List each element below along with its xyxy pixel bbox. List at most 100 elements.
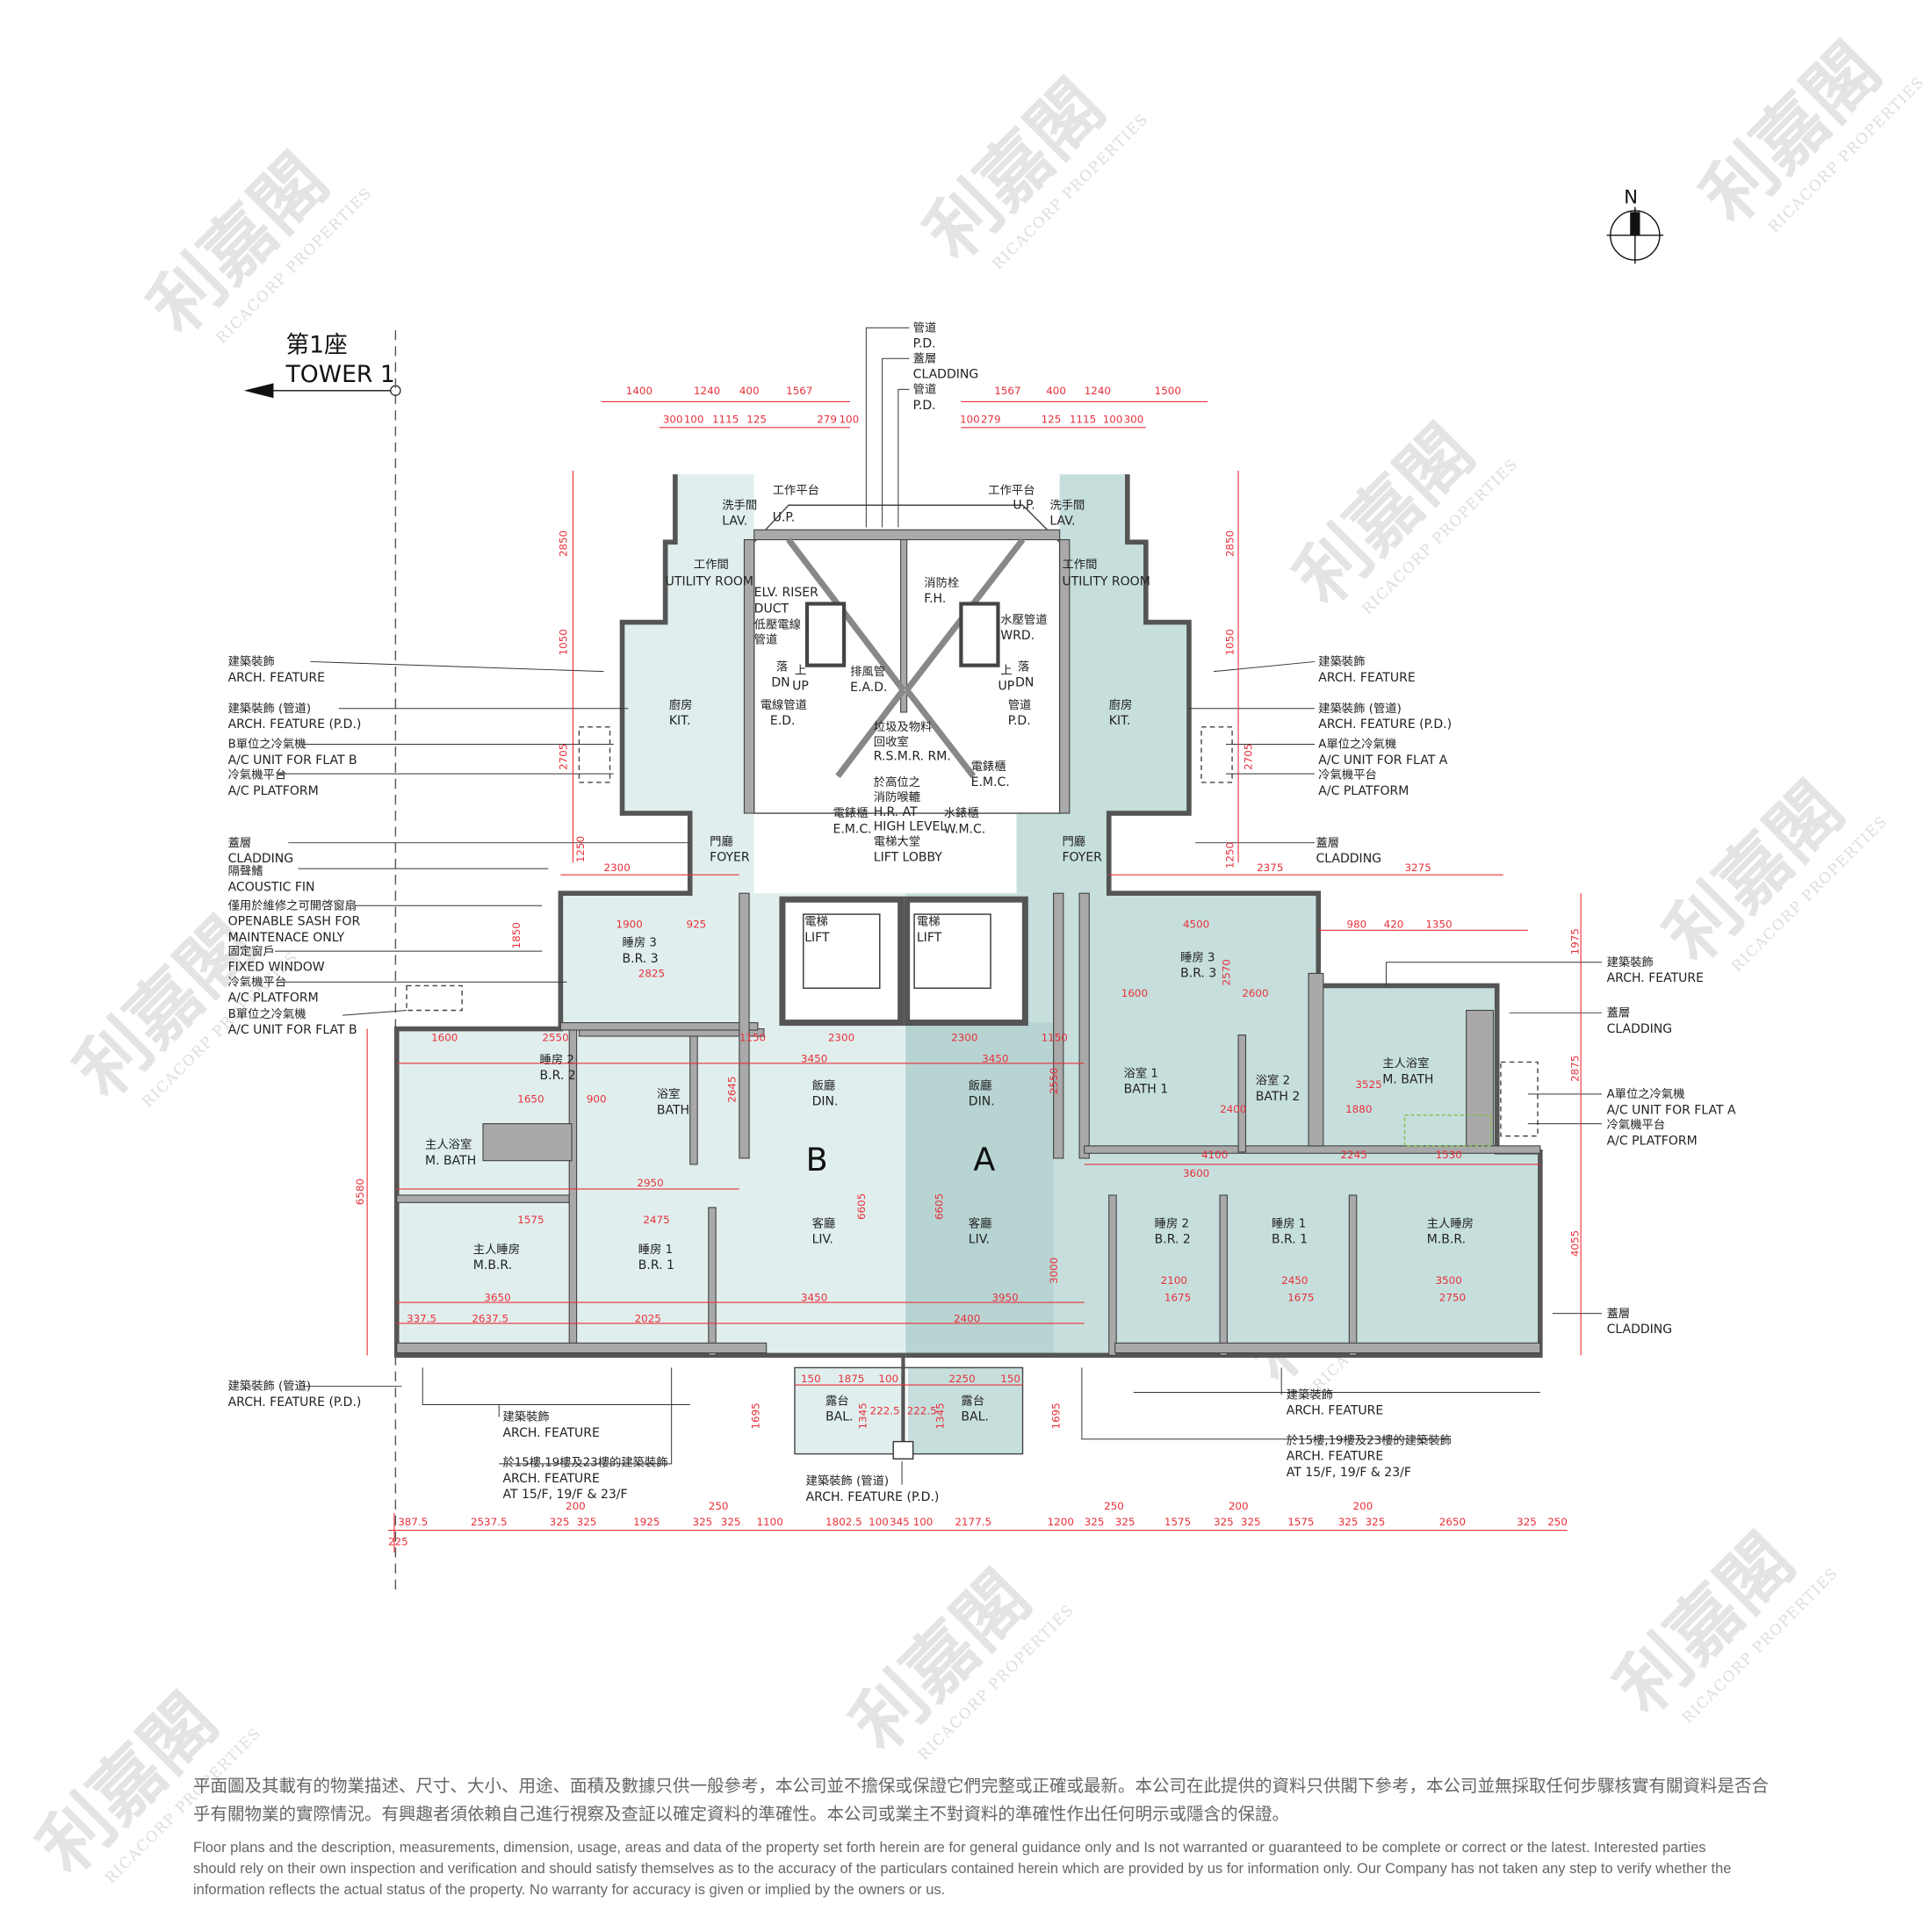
- room-a-foyer-en: FOYER: [1062, 851, 1102, 865]
- emc-label: E.M.C.: [833, 822, 871, 836]
- callout-arch-feature-pd-zh: 建築裝飾 (管道): [228, 702, 312, 716]
- dim: 1150: [739, 1032, 766, 1044]
- dim: 2450: [1281, 1274, 1308, 1287]
- top-callouts: 管道 P.D. 蓋層 CLADDING 管道 P.D.: [865, 321, 978, 528]
- callout-arch-feature-en: ARCH. FEATURE: [228, 671, 325, 685]
- dim: 100: [878, 1373, 898, 1385]
- dim: 1345: [856, 1402, 869, 1429]
- room-a-bath1-zh: 浴室 1: [1124, 1065, 1158, 1080]
- room-a-mbath-zh: 主人浴室: [1382, 1056, 1429, 1071]
- core-labels: ELV. RISER DUCT 低壓電線 管道 消防栓 F.H. 水壓管道 WR…: [754, 576, 1048, 945]
- lift-right: [904, 896, 1028, 1027]
- callout-arch-feature-pd-zh: 建築裝飾 (管道): [1318, 702, 1402, 716]
- stair-dn-label: DN: [1015, 676, 1034, 690]
- room-b-bath-en: BATH: [657, 1103, 689, 1117]
- elv-riser-label: 低壓電線: [754, 618, 801, 632]
- callout-ac-unit-a-zh: A單位之冷氣機: [1607, 1087, 1685, 1101]
- dim: 900: [587, 1093, 607, 1106]
- ead-label: 排風管: [850, 665, 885, 679]
- callout-arch-feature-pd-zh: 建築裝飾 (管道): [228, 1380, 312, 1394]
- room-b-bal-zh: 露台: [825, 1394, 849, 1408]
- dim: 300: [1124, 413, 1144, 425]
- dimensions: 1400 1240 400 1567 300 100 1115 125 279 …: [354, 385, 1582, 1553]
- callout-fixed-window-zh: 固定窗戶: [228, 943, 275, 958]
- dim: 2600: [1242, 987, 1268, 999]
- dim: 100: [869, 1516, 889, 1528]
- ed-label: 電線管道: [761, 698, 807, 712]
- dim: 1250: [574, 836, 587, 862]
- flat-b-labels: B 洗手間 LAV. 工作平台 U.P. 工作間 UTILITY ROOM 廚房…: [425, 484, 853, 1424]
- dim: 200: [1229, 1500, 1249, 1512]
- callout-cladding-zh: 蓋層: [228, 836, 252, 850]
- room-a-kit-zh: 廚房: [1109, 697, 1133, 712]
- dim: 2025: [635, 1312, 661, 1324]
- dim: 3000: [1048, 1258, 1060, 1284]
- dim: 3450: [801, 1292, 827, 1304]
- dim: 2375: [1257, 861, 1283, 874]
- dim: 3950: [991, 1292, 1018, 1304]
- room-a-lav-en: LAV.: [1049, 515, 1075, 529]
- dim: 325: [550, 1516, 570, 1528]
- stair-dn-label: 落: [776, 660, 788, 674]
- callout-ac-unit-b-zh: B單位之冷氣機: [228, 738, 306, 752]
- room-b-mbath-en: M. BATH: [425, 1154, 476, 1168]
- dim: 2537.5: [471, 1516, 508, 1528]
- dim: 1567: [786, 385, 812, 397]
- room-a-bath1-en: BATH 1: [1124, 1083, 1169, 1097]
- callout-ac-platform-en: A/C PLATFORM: [1318, 784, 1409, 798]
- dim: 2875: [1568, 1056, 1581, 1082]
- callout-ac-unit-b-en: A/C UNIT FOR FLAT B: [228, 1023, 357, 1037]
- dim: 1530: [1436, 1149, 1462, 1161]
- dim: 1900: [616, 919, 643, 931]
- north-label: N: [1624, 186, 1638, 208]
- bottom-callouts: 建築裝飾 ARCH. FEATURE 於15樓,19樓及23樓的建築裝飾 ARC…: [422, 1367, 1540, 1504]
- room-b-lav-zh: 洗手間: [722, 498, 757, 512]
- disclaimer-zh: 平面圖及其載有的物業描述、尺寸、大小、用途、面積及數據只供一般參考，本公司並不擔…: [193, 1776, 1770, 1824]
- dim: 1240: [694, 385, 720, 397]
- room-b-foyer-zh: 門廳: [710, 834, 733, 849]
- room-a-bath2-zh: 浴室 2: [1256, 1073, 1290, 1088]
- dim: 250: [1104, 1500, 1124, 1512]
- dim: 250: [709, 1500, 729, 1512]
- dim: 2300: [951, 1032, 977, 1044]
- dim: 1880: [1345, 1103, 1372, 1115]
- dim: 225: [388, 1535, 408, 1547]
- dim: 325: [577, 1516, 597, 1528]
- elv-riser-label: DUCT: [754, 602, 789, 616]
- dim: 2705: [557, 744, 569, 770]
- callout-arch-feature-zh: 建築裝飾: [1287, 1388, 1333, 1402]
- dim: 1650: [517, 1093, 544, 1106]
- dim: 2550: [1048, 1068, 1060, 1094]
- callout-arch-feature-15f-en: AT 15/F, 19/F & 23/F: [1287, 1466, 1411, 1480]
- room-b-up-zh: 工作平台: [773, 484, 819, 498]
- dim: 2100: [1161, 1274, 1187, 1287]
- rsmr-label: 垃圾及物料: [874, 720, 933, 734]
- callout-cladding-zh: 蓋層: [1316, 836, 1339, 850]
- dim: 345: [890, 1516, 910, 1528]
- dim: 3450: [801, 1052, 827, 1064]
- room-a-liv-zh: 客廳: [969, 1215, 992, 1230]
- dim: 325: [693, 1516, 713, 1528]
- room-b-utility-en: UTILITY ROOM: [666, 574, 753, 588]
- callout-ac-platform-en: A/C PLATFORM: [228, 991, 319, 1006]
- callout-openable-sash-en: OPENABLE SASH FOR: [228, 915, 361, 929]
- dim: 2950: [637, 1177, 663, 1189]
- dim: 2300: [603, 861, 630, 874]
- dim: 1200: [1048, 1516, 1074, 1528]
- callout-pd-en: P.D.: [913, 337, 936, 351]
- dim: 1850: [510, 922, 523, 948]
- dim: 1500: [1155, 385, 1181, 397]
- dim: 1250: [1223, 842, 1236, 869]
- dim: 1575: [1287, 1516, 1314, 1528]
- callout-pd-zh: 管道: [913, 383, 937, 397]
- dim: 2177.5: [955, 1516, 991, 1528]
- dim: 2550: [542, 1032, 568, 1044]
- tower-en: TOWER 1: [285, 361, 395, 388]
- lift-lobby-label: 電梯大堂: [874, 835, 920, 849]
- dim: 325: [1115, 1516, 1135, 1528]
- lift-lobby-label: LIFT LOBBY: [874, 851, 943, 865]
- callout-ac-unit-a-en: A/C UNIT FOR FLAT A: [1318, 753, 1447, 768]
- callout-ac-platform-zh: 冷氣機平台: [228, 768, 287, 782]
- dim: 4500: [1183, 919, 1209, 931]
- lift-label: LIFT: [917, 931, 942, 945]
